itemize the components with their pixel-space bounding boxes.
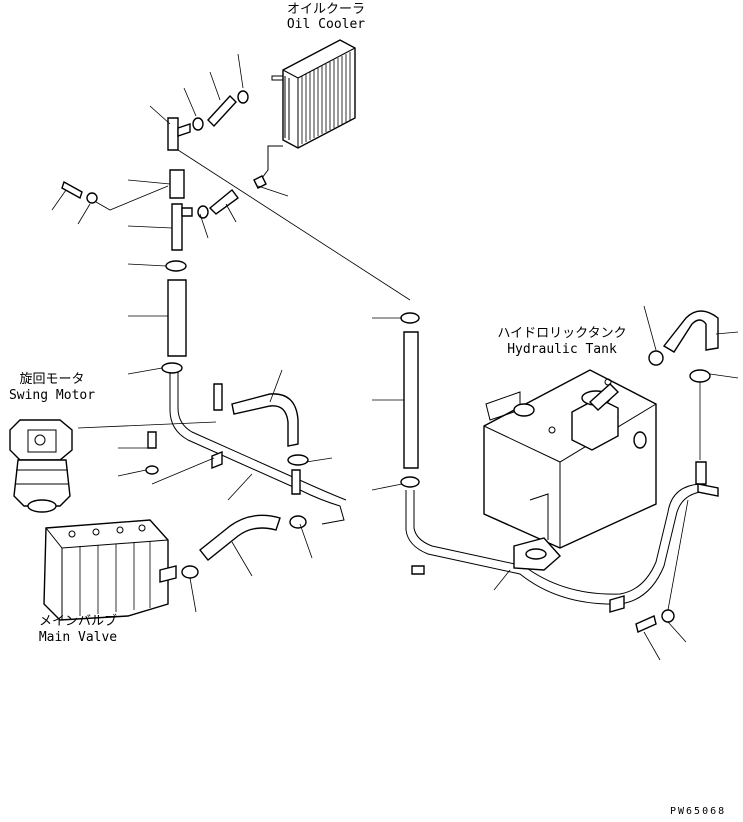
left-bent-pipe bbox=[77, 372, 347, 579]
hydraulic-tank bbox=[483, 369, 657, 571]
left-pipe-stack bbox=[61, 90, 249, 374]
main-valve-label-jp: メインバルブ bbox=[38, 614, 117, 629]
oil-cooler bbox=[253, 39, 356, 189]
hydraulic-tank-label-en: Hydraulic Tank bbox=[507, 342, 617, 357]
leader-lines bbox=[51, 53, 739, 661]
right-hose bbox=[635, 310, 719, 633]
oil-cooler-label-jp: オイルクーラ bbox=[286, 2, 365, 17]
oil-cooler-label-en: Oil Cooler bbox=[286, 17, 366, 32]
drawing-code: PW65068 bbox=[670, 806, 727, 817]
main-valve-label-en: Main Valve bbox=[38, 630, 118, 645]
center-hose bbox=[177, 149, 701, 613]
swing-motor-label-jp: 旋回モータ bbox=[19, 372, 85, 387]
swing-motor-label-en: Swing Motor bbox=[8, 388, 96, 403]
swing-motor bbox=[9, 419, 73, 513]
hydraulic-tank-label-jp: ハイドロリックタンク bbox=[497, 326, 627, 341]
main-valve bbox=[43, 519, 177, 621]
